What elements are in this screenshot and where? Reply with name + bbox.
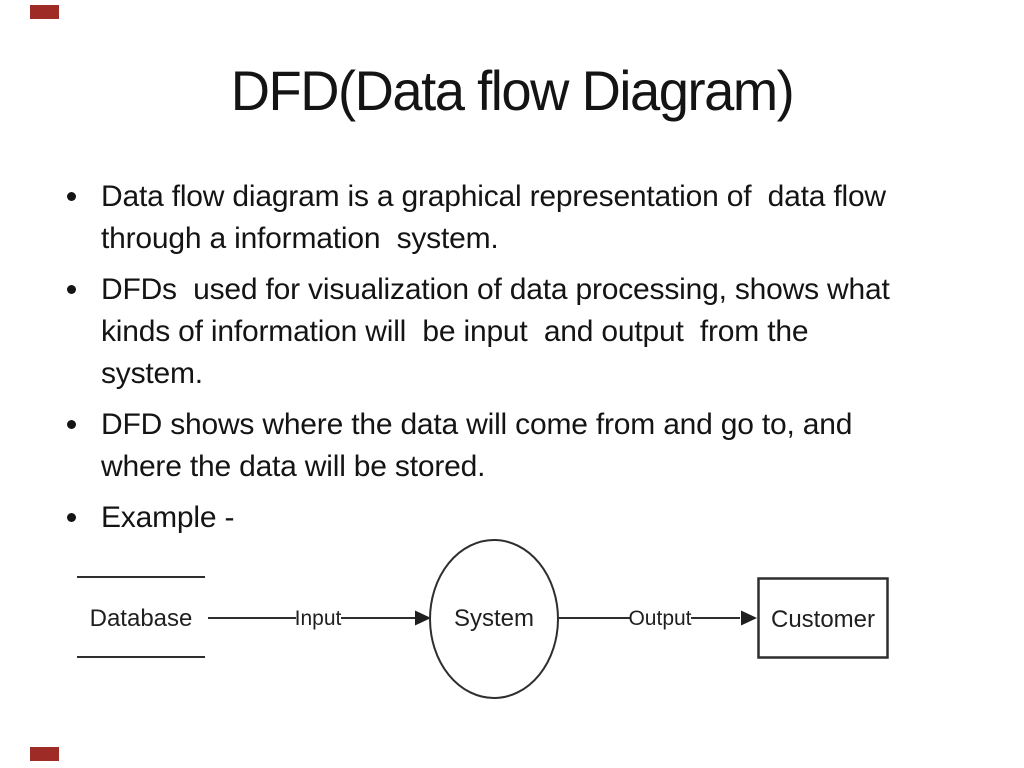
- customer-label: Customer: [771, 606, 875, 633]
- bullet-item-1: Data flow diagram is a graphical represe…: [62, 176, 967, 260]
- system-label: System: [454, 605, 534, 632]
- output-flow-arrow: Output: [558, 607, 757, 630]
- dfd-example-diagram: Database Input System Output Customer: [77, 539, 889, 699]
- system-process-symbol: System: [429, 539, 559, 699]
- bullet-text-3: DFD shows where the data will come from …: [101, 408, 853, 483]
- bullet-dot: [67, 513, 76, 522]
- customer-entity-symbol: Customer: [757, 577, 889, 659]
- bullet-text-1: Data flow diagram is a graphical represe…: [101, 180, 886, 255]
- database-store-symbol: Database: [77, 576, 205, 658]
- input-arrowhead-icon: [415, 610, 431, 626]
- red-accent-bar-top: [30, 5, 59, 19]
- input-label: Input: [295, 607, 342, 630]
- database-label: Database: [90, 605, 193, 632]
- red-accent-bar-bottom: [30, 747, 59, 761]
- bullet-text-2: DFDs used for visualization of data proc…: [101, 273, 890, 390]
- slide-title: DFD(Data flow Diagram): [230, 59, 795, 122]
- bullet-item-4: Example -: [62, 497, 967, 539]
- bullet-dot: [67, 420, 76, 429]
- bullet-dot: [67, 285, 76, 294]
- output-arrowhead-icon: [741, 610, 757, 626]
- bullet-text-4: Example -: [101, 501, 235, 534]
- bullet-list: Data flow diagram is a graphical represe…: [62, 176, 967, 548]
- bullet-item-2: DFDs used for visualization of data proc…: [62, 269, 967, 395]
- bullet-item-3: DFD shows where the data will come from …: [62, 404, 967, 488]
- output-label: Output: [628, 607, 691, 630]
- input-flow-arrow: Input: [208, 607, 431, 630]
- bullet-dot: [67, 192, 76, 201]
